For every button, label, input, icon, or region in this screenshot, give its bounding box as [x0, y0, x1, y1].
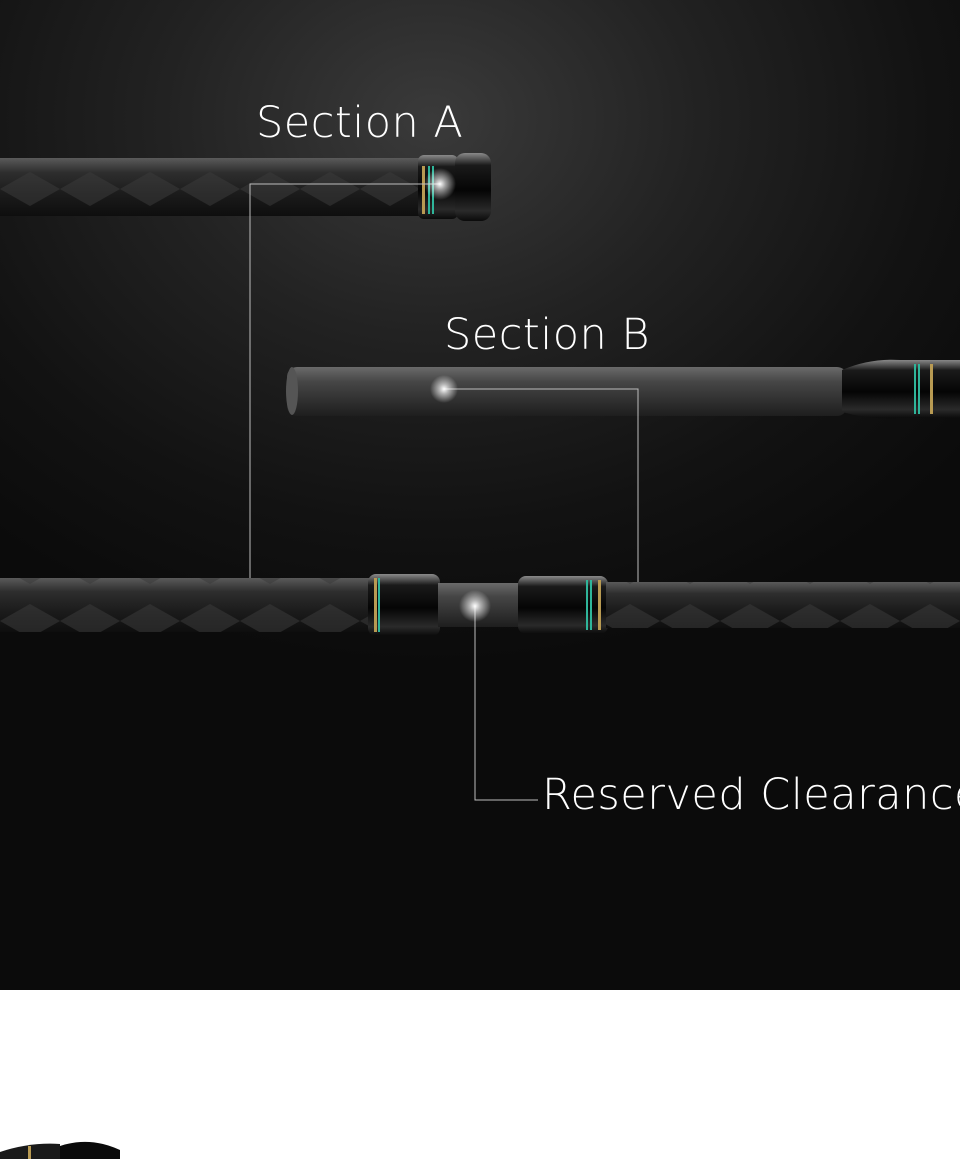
- rod-section-b-icon: [286, 359, 960, 419]
- highlight-dot-a: [424, 168, 456, 200]
- highlight-dot-clearance: [459, 590, 491, 622]
- callout-line-section-a: [249, 183, 440, 578]
- callout-line-clearance: [474, 606, 538, 801]
- rod-joined-icon: [0, 574, 960, 636]
- callout-lines: [249, 183, 639, 801]
- reserved-clearance-label: Reserved Clearance: [542, 770, 960, 820]
- highlight-dot-b: [430, 375, 458, 403]
- rod-illustration: [0, 153, 960, 801]
- next-panel-preview: [0, 990, 960, 1159]
- rod-section-a-icon: [0, 153, 491, 221]
- rod-partial-icon: [0, 1141, 120, 1159]
- section-b-label: Section B: [444, 310, 651, 360]
- product-detail-panel: Section A Section B Reserved Clearance: [0, 0, 960, 990]
- section-a-label: Section A: [256, 98, 464, 148]
- callout-line-section-b: [444, 388, 639, 582]
